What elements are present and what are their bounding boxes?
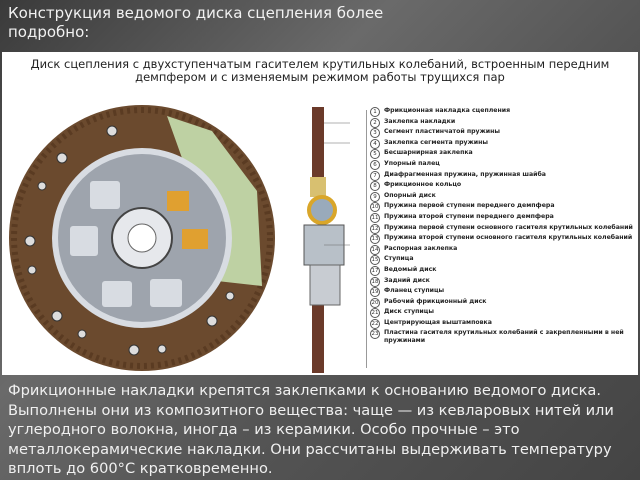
legend-divider xyxy=(366,110,367,368)
clutch-disc-illustration xyxy=(9,105,275,371)
clutch-disc-figure: Диск сцепления с двухступенчатым гасител… xyxy=(2,52,638,375)
slide-body-text: Фрикционные накладки крепятся заклепками… xyxy=(8,382,614,477)
clutch-disc-cross-section xyxy=(303,107,350,373)
slide-title: Конструкция ведомого диска сцепления бол… xyxy=(8,4,384,41)
figure-caption: Диск сцепления с двухступенчатым гасител… xyxy=(30,57,610,84)
